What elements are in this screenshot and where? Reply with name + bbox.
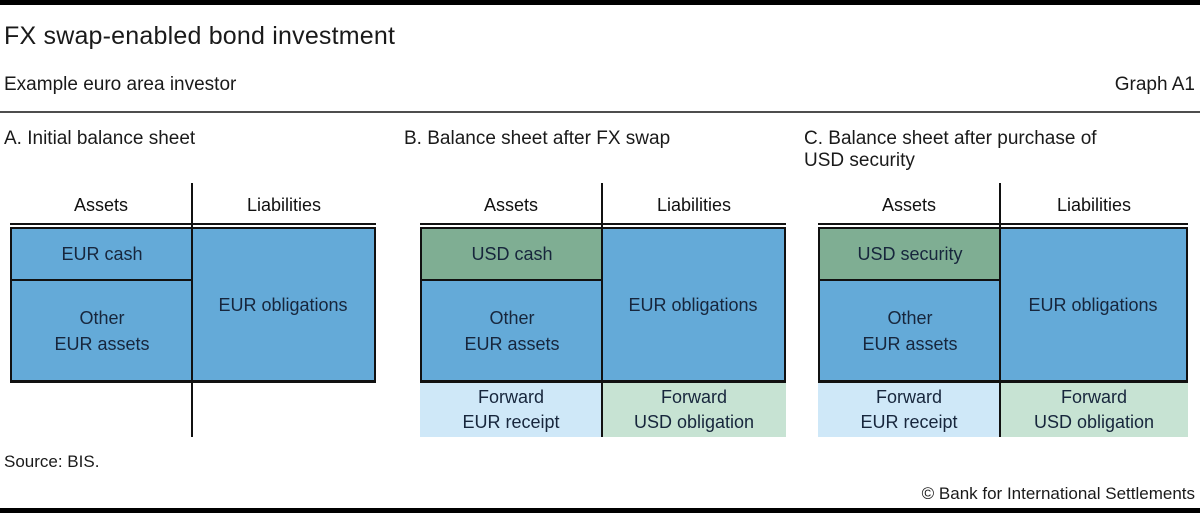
cell-label-line2: USD obligation bbox=[1033, 412, 1155, 432]
table-header-row: Assets Liabilities bbox=[818, 189, 1188, 221]
page-title: FX swap-enabled bond investment bbox=[4, 22, 396, 50]
liabilities-header: Liabilities bbox=[656, 194, 732, 215]
cell-label-line1: Other bbox=[887, 307, 933, 328]
forward-usd-obligation-cell: Forward USD obligation bbox=[602, 383, 786, 437]
assets-column: USD security Other EUR assets bbox=[820, 229, 1000, 380]
panel-after-usd-security-purchase: C. Balance sheet after purchase of USD s… bbox=[804, 0, 1196, 516]
double-rule bbox=[10, 223, 376, 229]
header-divider-rule bbox=[0, 111, 1200, 113]
panel-title: B. Balance sheet after FX swap bbox=[404, 128, 671, 149]
cell-label-line1: Forward bbox=[660, 387, 727, 407]
liabilities-header: Liabilities bbox=[1056, 194, 1132, 215]
usd-cash-cell: USD cash bbox=[422, 229, 602, 281]
forward-section: Forward EUR receipt Forward USD obligati… bbox=[420, 383, 786, 437]
cell-label-line1: Forward bbox=[1060, 387, 1127, 407]
eur-obligations-cell: EUR obligations bbox=[602, 229, 784, 380]
other-eur-assets-cell: Other EUR assets bbox=[820, 281, 1000, 380]
other-eur-assets-cell: Other EUR assets bbox=[422, 281, 602, 380]
cell-label-line2: EUR receipt bbox=[860, 412, 958, 432]
bottom-border-bar bbox=[0, 508, 1200, 513]
cell-label-line1: Other bbox=[489, 307, 535, 328]
column-divider-line bbox=[601, 183, 603, 437]
table-header-row: Assets Liabilities bbox=[420, 189, 786, 221]
forward-usd-obligation-cell: Forward USD obligation bbox=[1000, 383, 1188, 437]
forward-eur-receipt-cell: Forward EUR receipt bbox=[420, 383, 602, 437]
balance-sheet-table: Assets Liabilities USD security Other EU… bbox=[818, 183, 1188, 437]
table-header-row: Assets Liabilities bbox=[10, 189, 376, 221]
bottom-thick-rule bbox=[818, 380, 1188, 383]
column-divider-line bbox=[191, 183, 193, 437]
balance-sheet-table: Assets Liabilities USD cash Other EUR as… bbox=[420, 183, 786, 437]
assets-column: EUR cash Other EUR assets bbox=[12, 229, 192, 380]
assets-header: Assets bbox=[483, 194, 539, 215]
assets-header: Assets bbox=[73, 194, 129, 215]
cell-label-line1: Forward bbox=[477, 387, 544, 407]
eur-cash-cell: EUR cash bbox=[12, 229, 192, 281]
forward-section: Forward EUR receipt Forward USD obligati… bbox=[818, 383, 1188, 437]
cell-label: EUR obligations bbox=[218, 294, 348, 315]
cell-label-line1: Forward bbox=[875, 387, 942, 407]
copyright-notice: © Bank for International Settlements bbox=[921, 484, 1195, 503]
balance-sheet-table: Assets Liabilities EUR cash Other EUR as… bbox=[10, 183, 376, 437]
page-subtitle: Example euro area investor bbox=[4, 74, 237, 95]
cell-label-line1: Other bbox=[79, 307, 125, 328]
panel-title: A. Initial balance sheet bbox=[4, 128, 196, 149]
panel-initial-balance-sheet: A. Initial balance sheet Assets Liabilit… bbox=[4, 0, 396, 516]
cell-label-line2: USD obligation bbox=[633, 412, 755, 432]
cell-label-line2: EUR assets bbox=[54, 333, 150, 354]
cell-label-line2: EUR assets bbox=[464, 333, 560, 354]
cell-label: EUR cash bbox=[61, 244, 143, 264]
cell-label: USD cash bbox=[471, 244, 553, 264]
forward-eur-receipt-cell: Forward EUR receipt bbox=[818, 383, 1000, 437]
cell-label: EUR obligations bbox=[628, 294, 758, 315]
eur-obligations-cell: EUR obligations bbox=[192, 229, 374, 380]
table-main-section: USD cash Other EUR assets EUR obligation… bbox=[420, 229, 786, 380]
assets-column: USD cash Other EUR assets bbox=[422, 229, 602, 380]
column-divider-line bbox=[999, 183, 1001, 437]
panel-after-fx-swap: B. Balance sheet after FX swap Assets Li… bbox=[404, 0, 796, 516]
double-rule bbox=[818, 223, 1188, 229]
usd-security-cell: USD security bbox=[820, 229, 1000, 281]
double-rule bbox=[420, 223, 786, 229]
table-main-section: USD security Other EUR assets EUR obliga… bbox=[818, 229, 1188, 380]
cell-label-line2: EUR assets bbox=[862, 333, 958, 354]
graph-label: Graph A1 bbox=[1114, 74, 1195, 95]
liabilities-header: Liabilities bbox=[246, 194, 322, 215]
eur-obligations-cell: EUR obligations bbox=[1000, 229, 1186, 380]
other-eur-assets-cell: Other EUR assets bbox=[12, 281, 192, 380]
bottom-thick-rule bbox=[10, 380, 376, 383]
source-note: Source: BIS. bbox=[4, 452, 100, 471]
table-main-section: EUR cash Other EUR assets EUR obligation… bbox=[10, 229, 376, 380]
cell-label: EUR obligations bbox=[1028, 294, 1158, 315]
cell-label-line2: EUR receipt bbox=[462, 412, 560, 432]
assets-header: Assets bbox=[881, 194, 937, 215]
cell-label: USD security bbox=[857, 244, 963, 264]
panel-title: C. Balance sheet after purchase of USD s… bbox=[804, 128, 1097, 171]
bottom-thick-rule bbox=[420, 380, 786, 383]
top-border-bar bbox=[0, 0, 1200, 5]
